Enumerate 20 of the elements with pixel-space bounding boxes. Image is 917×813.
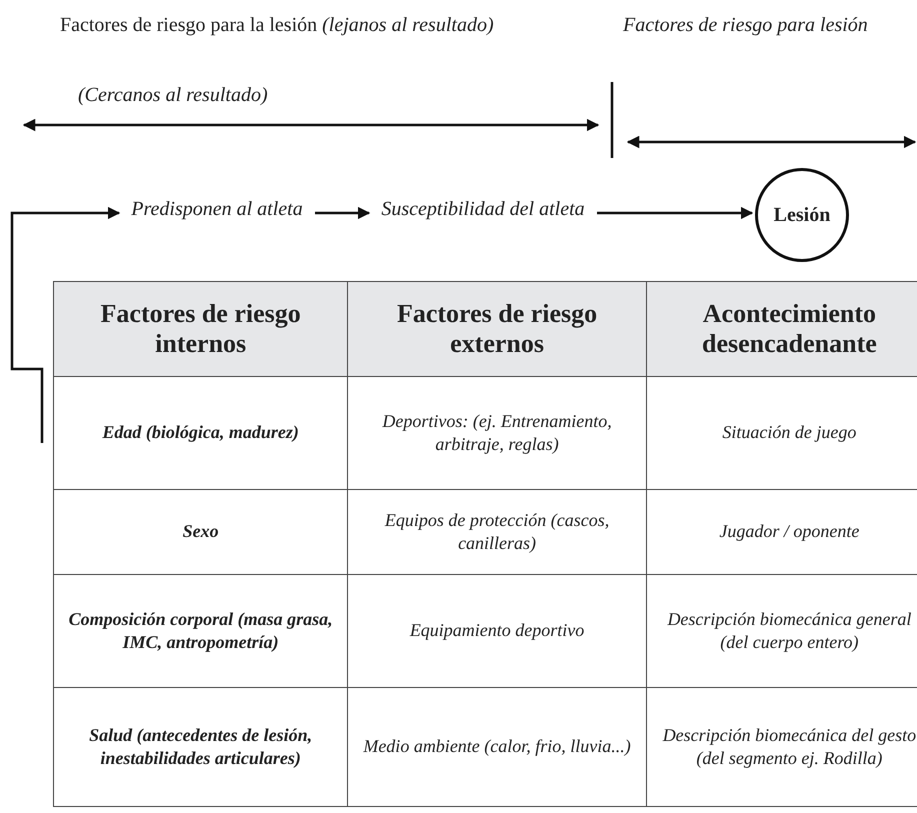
range-label: (Cercanos al resultado) (78, 84, 268, 107)
table-header-cell: Factores de riesgo internos (54, 282, 348, 376)
table-cell: Composición corporal (masa grasa, IMC, antropometría) (54, 574, 348, 688)
heading-text: Factores de riesgo para lesión (623, 14, 868, 37)
table-cell: Equipos de protección (cascos, canilleras) (348, 490, 646, 574)
stage-label: Predisponen al atleta (122, 198, 312, 226)
outcome-circle: Lesión (755, 168, 849, 262)
heading-text: Factores de riesgo para la lesión (lejanos al resultado) (60, 14, 494, 37)
table-cell: Medio ambiente (calor, frio, lluvia...) (348, 688, 646, 806)
table-cell: Edad (biológica, madurez) (54, 376, 348, 490)
arrow (10, 206, 120, 443)
arrow (597, 206, 754, 220)
table-header-cell: Acontecimiento desencadenante (646, 282, 917, 376)
stage-label: Susceptibilidad del atleta (372, 198, 594, 226)
table-cell: Sexo (54, 490, 348, 574)
table-cell: Salud (antecedentes de lesión, inestabilidades articulares) (54, 688, 348, 806)
arrow (315, 206, 370, 220)
table-header-cell: Factores de riesgo externos (348, 282, 646, 376)
table-cell: Equipamiento deportivo (348, 574, 646, 688)
table-cell: Deportivos: (ej. Entrenamiento, arbitraje, reglas) (348, 376, 646, 490)
